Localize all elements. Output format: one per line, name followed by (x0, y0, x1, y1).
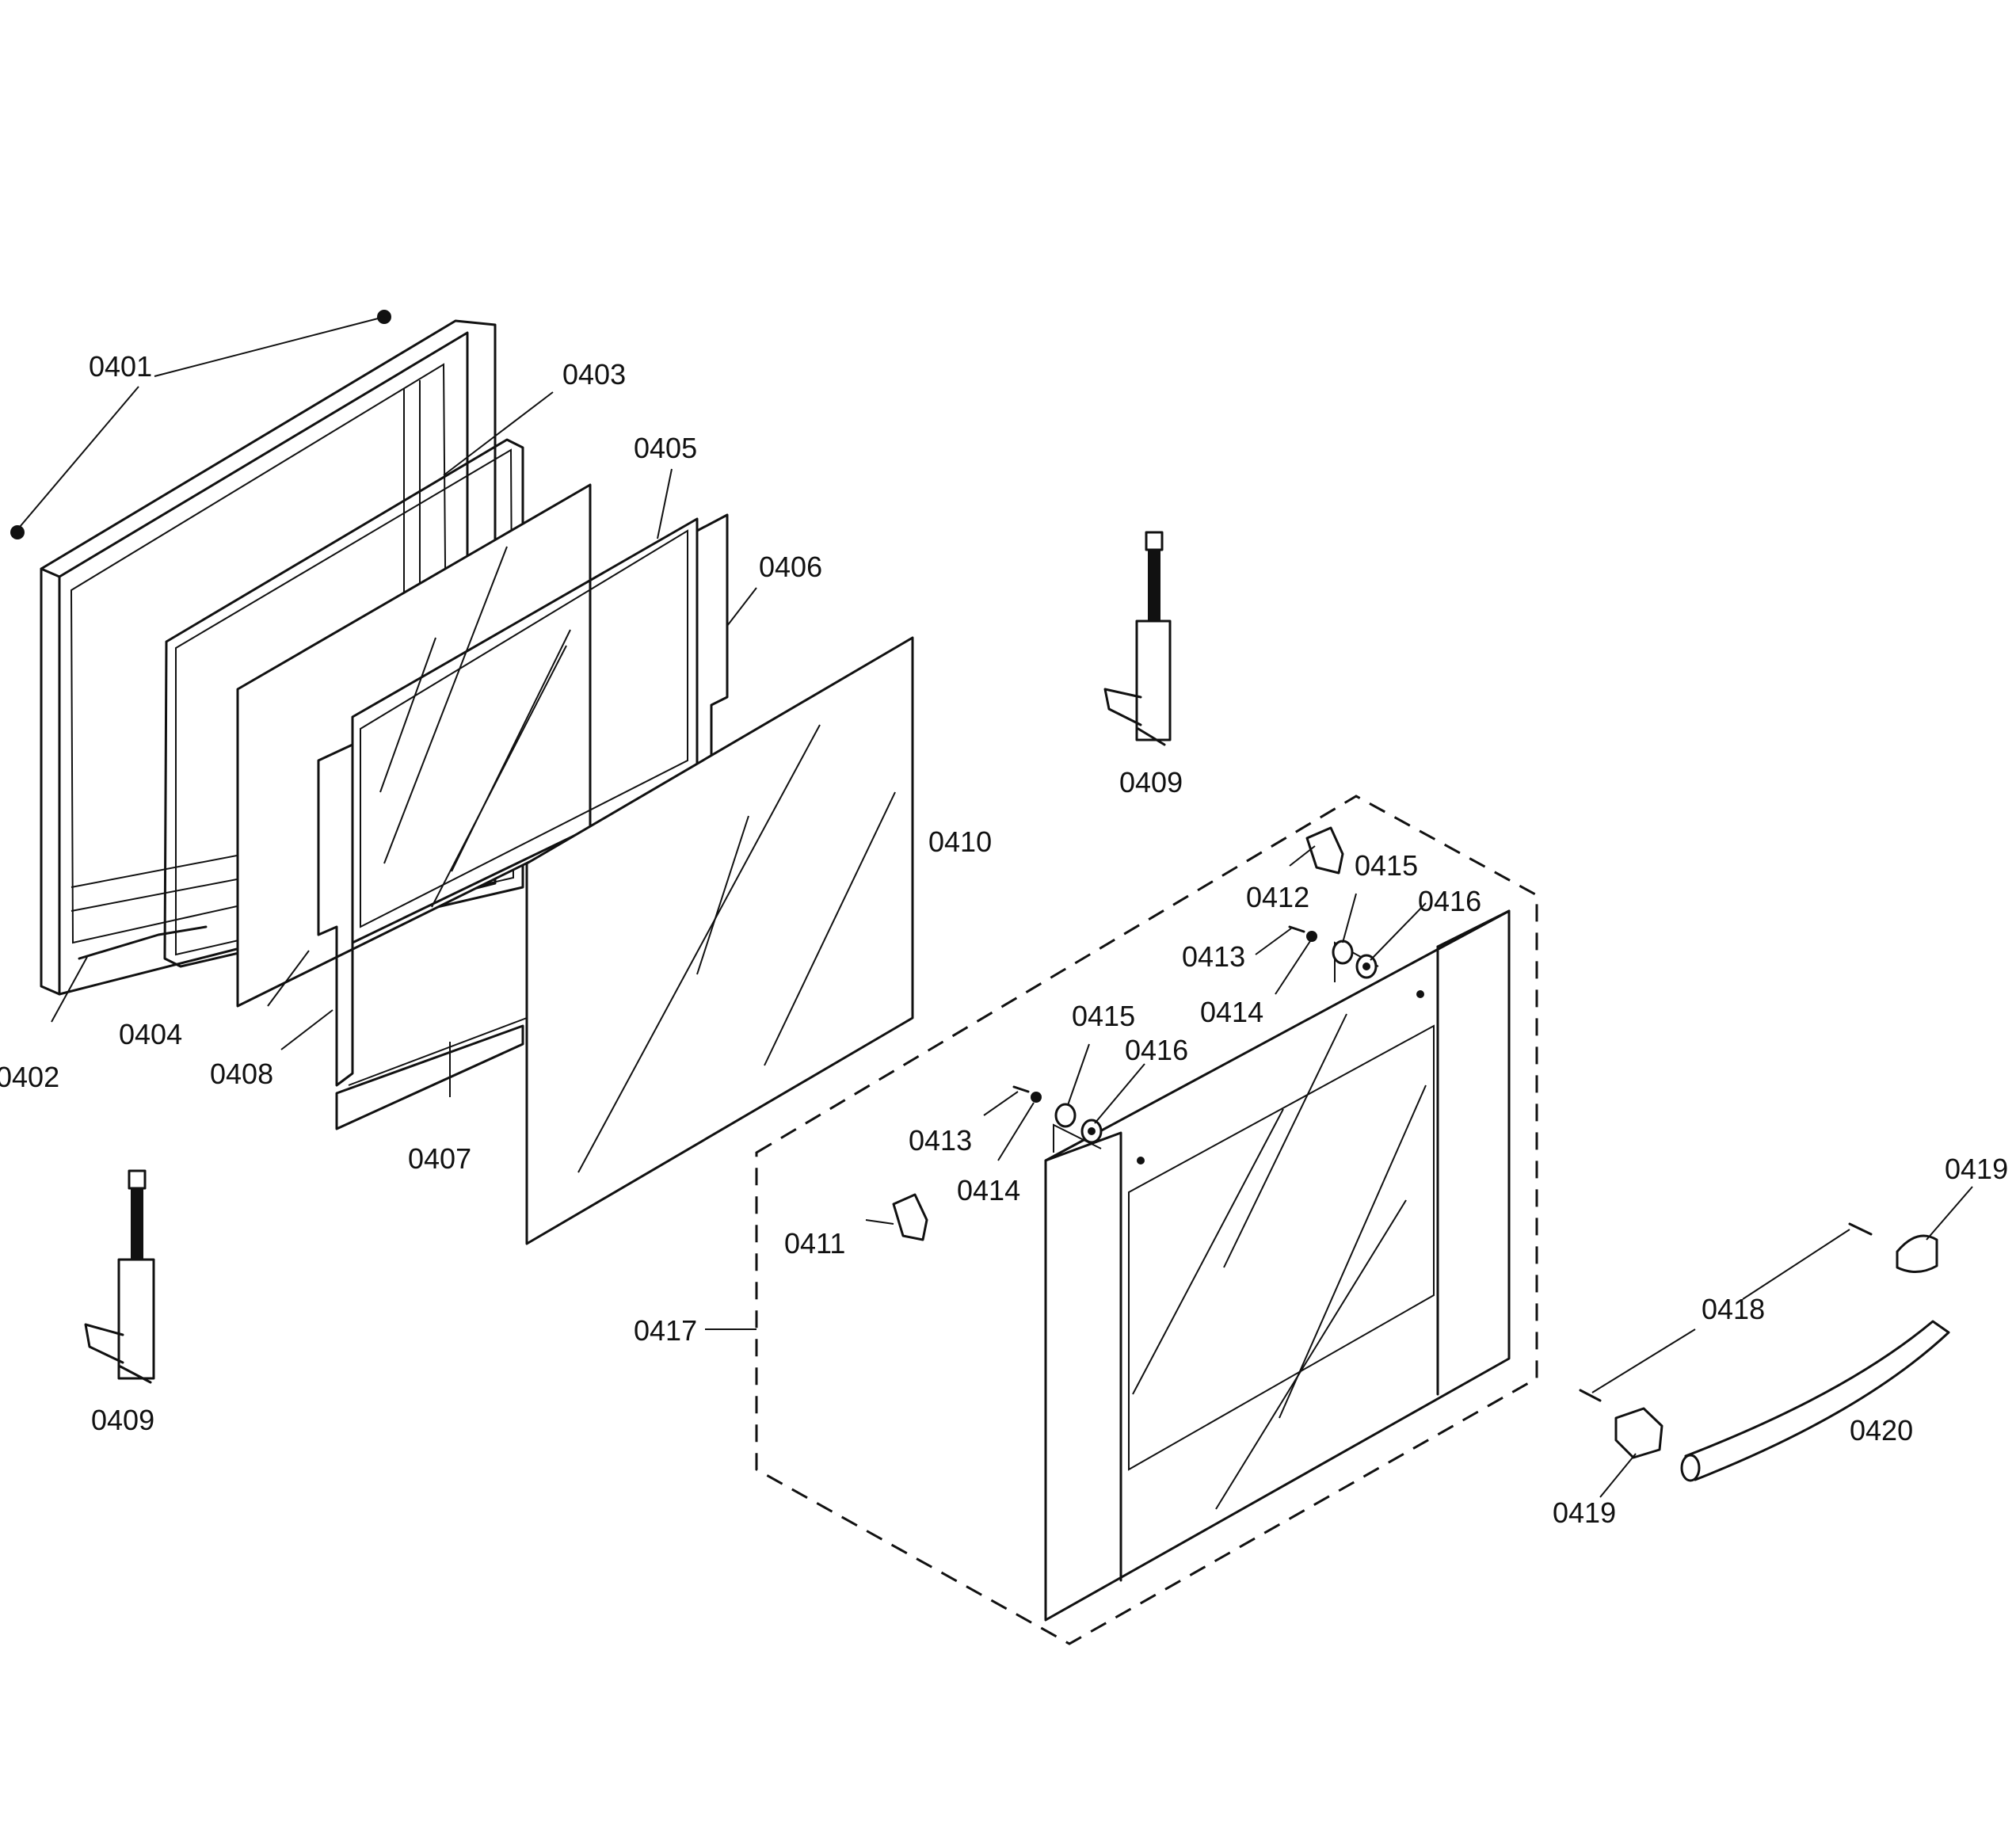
callout-0402: 0402 (0, 1061, 59, 1093)
callout-0417: 0417 (634, 1314, 697, 1347)
callout-0413-right: 0413 (1182, 940, 1245, 973)
callout-0415-left: 0415 (1072, 1000, 1135, 1032)
clip-0411 (892, 1193, 928, 1241)
outer-glass-panel (525, 636, 914, 1245)
callout-0405: 0405 (634, 432, 697, 464)
side-bracket-left (317, 743, 354, 1087)
callout-0418: 0418 (1702, 1293, 1765, 1325)
handle-pin-right (1848, 1222, 1873, 1236)
callout-labels: 0401 0402 0403 0404 0405 0406 0407 0408 … (0, 350, 2008, 1529)
door-gasket (163, 438, 524, 968)
callout-0419-right: 0419 (1945, 1153, 2008, 1185)
callout-0420: 0420 (1850, 1414, 1913, 1447)
callout-0414-left: 0414 (957, 1174, 1020, 1206)
handle-end-cap-right (1896, 1234, 1938, 1273)
leader-lines (19, 316, 1973, 1498)
bottom-channel (335, 1017, 528, 1130)
callout-0412: 0412 (1246, 881, 1309, 913)
door-assembly-dashed-outline (755, 795, 1538, 1645)
callout-0415-right: 0415 (1355, 849, 1418, 882)
callout-0414-right: 0414 (1200, 996, 1263, 1028)
callout-0410: 0410 (928, 825, 992, 858)
callout-0409-upper: 0409 (1119, 766, 1183, 799)
outer-door-panel (1044, 909, 1511, 1622)
callout-0407: 0407 (408, 1142, 471, 1175)
screw-left (10, 525, 25, 539)
callout-0409-lower: 0409 (91, 1404, 154, 1436)
callout-0416-left: 0416 (1125, 1034, 1188, 1066)
callout-0416-right: 0416 (1418, 885, 1481, 917)
callout-0408: 0408 (210, 1058, 273, 1090)
callout-0411: 0411 (784, 1227, 845, 1260)
callout-0419-left: 0419 (1553, 1496, 1616, 1529)
callout-0406: 0406 (759, 551, 822, 583)
hinge-upper (1103, 531, 1172, 746)
callout-0401: 0401 (89, 350, 152, 383)
callout-0413-left: 0413 (909, 1124, 972, 1157)
callout-0403: 0403 (562, 358, 626, 391)
side-bracket-right (696, 513, 729, 766)
callout-0404: 0404 (119, 1018, 182, 1050)
washer-set-left (1012, 1085, 1103, 1144)
hinge-lower (84, 1169, 155, 1384)
clip-0412 (1305, 826, 1344, 875)
handle-pin-left (1579, 1389, 1602, 1402)
handle-end-cap-left (1614, 1407, 1663, 1459)
door-handle-bar (1680, 1320, 1950, 1482)
